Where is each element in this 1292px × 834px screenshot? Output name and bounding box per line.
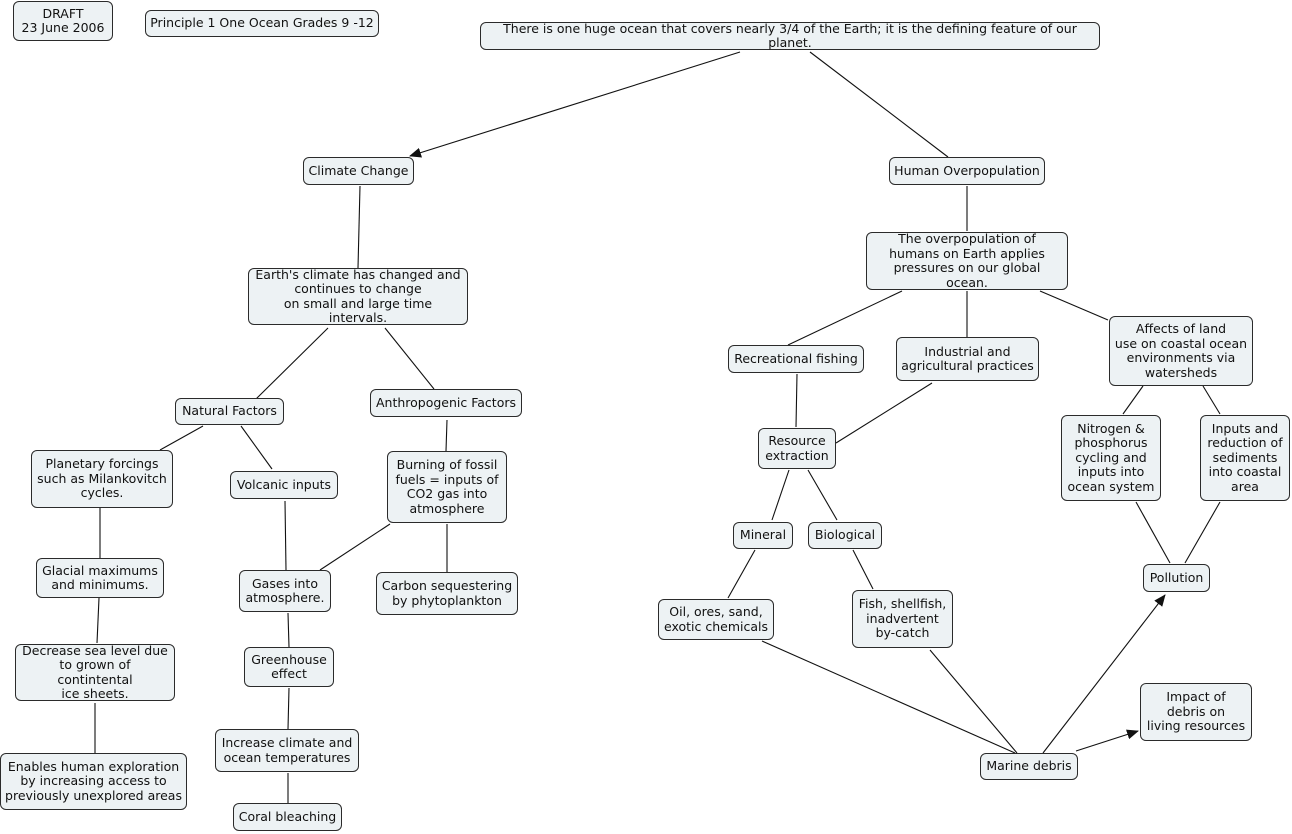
resource-extraction-node[interactable]: Resource extraction: [758, 428, 836, 469]
oil-ores-node[interactable]: Oil, ores, sand, exotic chemicals: [658, 599, 774, 640]
anthropogenic-factors-node[interactable]: Anthropogenic Factors: [370, 389, 522, 417]
marine-debris-node[interactable]: Marine debris: [980, 753, 1078, 780]
sediments-node[interactable]: Inputs and reduction of sediments into c…: [1200, 415, 1290, 501]
biological-node[interactable]: Biological: [808, 522, 882, 549]
fish-shellfish-node[interactable]: Fish, shellfish, inadvertent by-catch: [852, 590, 953, 648]
earth-climate-node[interactable]: Earth's climate has changed and continue…: [248, 267, 468, 325]
nitrogen-phosphorus-node[interactable]: Nitrogen & phosphorus cycling and inputs…: [1061, 415, 1161, 501]
overpopulation-description-node[interactable]: The overpopulation of humans on Earth ap…: [866, 231, 1068, 290]
industrial-agricultural-node[interactable]: Industrial and agricultural practices: [896, 337, 1039, 381]
human-overpopulation-node[interactable]: Human Overpopulation: [889, 157, 1045, 185]
decrease-sea-level-node[interactable]: Decrease sea level due to grown of conti…: [15, 643, 175, 701]
glacial-node[interactable]: Glacial maximums and minimums.: [36, 558, 164, 598]
recreational-fishing-node[interactable]: Recreational fishing: [728, 345, 864, 373]
natural-factors-node[interactable]: Natural Factors: [175, 398, 284, 425]
volcanic-inputs-node[interactable]: Volcanic inputs: [230, 471, 338, 499]
increase-temperatures-node[interactable]: Increase climate and ocean temperatures: [215, 729, 359, 772]
planetary-forcings-node[interactable]: Planetary forcings such as Milankovitch …: [31, 450, 173, 508]
principle-title: Principle 1 One Ocean Grades 9 -12: [145, 10, 379, 37]
climate-change-node[interactable]: Climate Change: [303, 157, 414, 185]
greenhouse-effect-node[interactable]: Greenhouse effect: [244, 647, 334, 687]
gases-atmosphere-node[interactable]: Gases into atmosphere.: [239, 570, 331, 612]
draft-date-note: DRAFT 23 June 2006: [13, 1, 113, 41]
mineral-node[interactable]: Mineral: [733, 522, 793, 549]
carbon-sequestering-node[interactable]: Carbon sequestering by phytoplankton: [376, 572, 518, 615]
root-concept-node[interactable]: There is one huge ocean that covers near…: [480, 21, 1100, 50]
pollution-node[interactable]: Pollution: [1143, 564, 1210, 592]
coral-bleaching-node[interactable]: Coral bleaching: [233, 803, 342, 831]
burning-fossil-fuels-node[interactable]: Burning of fossil fuels = inputs of CO2 …: [387, 451, 507, 523]
impact-of-debris-node[interactable]: Impact of debris on living resources: [1140, 683, 1252, 741]
human-exploration-node[interactable]: Enables human exploration by increasing …: [0, 753, 187, 810]
land-use-node[interactable]: Affects of land use on coastal ocean env…: [1109, 316, 1253, 386]
